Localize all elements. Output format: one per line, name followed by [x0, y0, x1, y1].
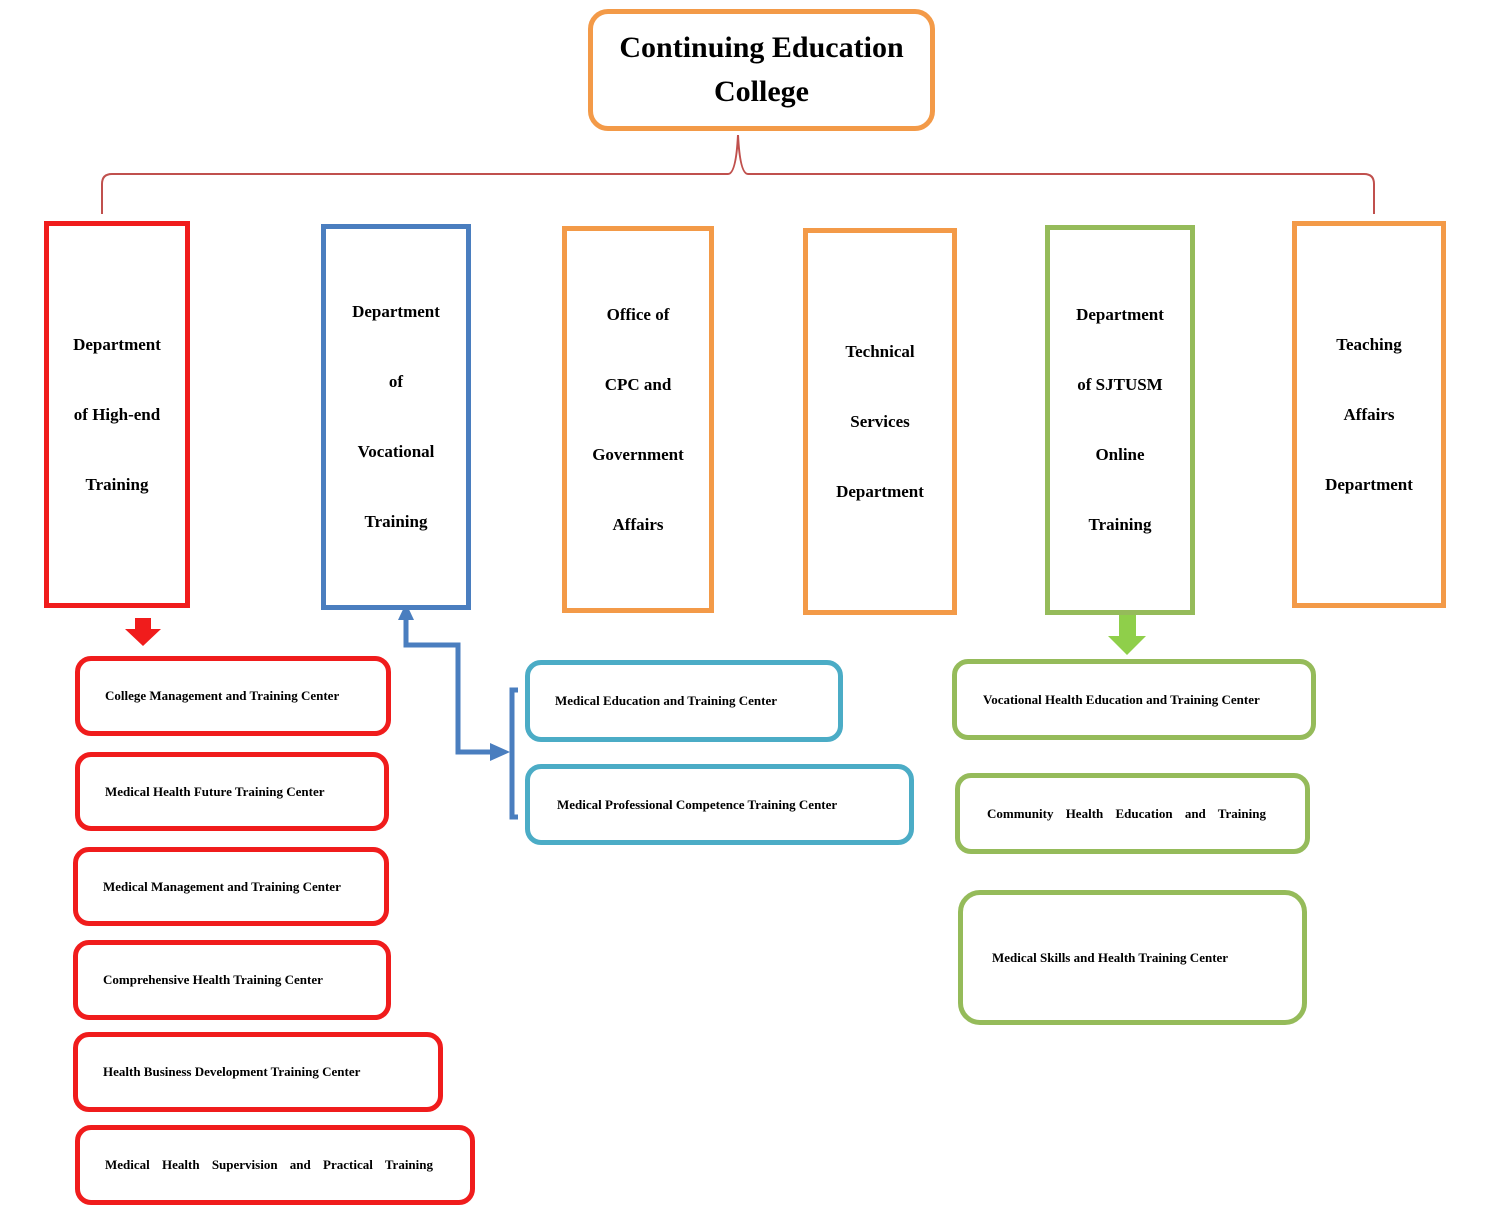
- center-label: Community Health Education and Training: [987, 805, 1266, 821]
- blue-connector-line: [403, 618, 494, 755]
- green-down-arrow: [1108, 614, 1146, 655]
- center-medical-management-training: Medical Management and Training Center: [73, 847, 389, 926]
- blue-bracket: [509, 687, 518, 820]
- dept-high-end-training: Department of High-end Training: [44, 221, 190, 608]
- dept-label-line: CPC and: [604, 374, 672, 394]
- dept-technical-services: Technical Services Department: [803, 228, 957, 615]
- dept-label-line: Affairs: [1343, 404, 1395, 424]
- center-label: Medical Skills and Health Training Cente…: [992, 949, 1229, 965]
- dept-teaching-affairs: Teaching Affairs Department: [1292, 221, 1446, 608]
- center-college-management-training: College Management and Training Center: [75, 656, 391, 736]
- center-health-business-development-training: Health Business Development Training Cen…: [73, 1032, 443, 1112]
- center-medical-education-training: Medical Education and Training Center: [525, 660, 843, 742]
- dept-label-line: of: [388, 372, 404, 391]
- center-community-health-education-training: Community Health Education and Training: [955, 773, 1310, 854]
- root-title-line-1: Continuing Education: [619, 31, 904, 64]
- center-medical-skills-health-training: Medical Skills and Health Training Cente…: [958, 890, 1307, 1025]
- dept-label-line: of SJTUSM: [1077, 375, 1163, 394]
- center-medical-health-future-training: Medical Health Future Training Center: [75, 752, 389, 831]
- center-comprehensive-health-training: Comprehensive Health Training Center: [73, 940, 391, 1020]
- center-medical-professional-competence-training: Medical Professional Competence Training…: [525, 764, 914, 845]
- dept-label-line: Department: [836, 481, 924, 501]
- dept-label-line: Training: [1088, 515, 1152, 534]
- center-label: Medical Management and Training Center: [103, 878, 341, 894]
- dept-label-line: Training: [364, 512, 428, 531]
- dept-sjtusm-online-training: Department of SJTUSM Online Training: [1045, 225, 1195, 615]
- center-label: Medical Health Future Training Center: [105, 783, 325, 799]
- dept-label-line: Affairs: [612, 514, 664, 534]
- red-down-arrow: [125, 618, 161, 646]
- center-label: Medical Health Supervision and Practical…: [105, 1157, 433, 1172]
- center-label: Medical Education and Training Center: [555, 693, 777, 708]
- center-label: College Management and Training Center: [105, 688, 340, 703]
- dept-label-line: Vocational: [357, 442, 435, 461]
- dept-label-line: Office of: [606, 304, 670, 324]
- dept-cpc-government-affairs: Office of CPC and Government Affairs: [562, 226, 714, 613]
- center-vocational-health-education-training: Vocational Health Education and Training…: [952, 659, 1316, 740]
- dept-label-line: Training: [85, 474, 149, 494]
- dept-label-line: Department: [73, 334, 161, 354]
- dept-label-line: Services: [850, 411, 910, 431]
- center-label: Comprehensive Health Training Center: [103, 972, 323, 987]
- dept-label-line: of High-end: [73, 404, 161, 424]
- dept-vocational-training: Department of Vocational Training: [321, 224, 471, 610]
- center-label: Health Business Development Training Cen…: [103, 1064, 361, 1079]
- blue-right-arrowhead: [490, 743, 510, 761]
- dept-label-line: Teaching: [1336, 334, 1402, 354]
- dept-label-line: Department: [1325, 474, 1413, 494]
- dept-label-line: Online: [1095, 445, 1145, 464]
- center-label: Medical Professional Competence Training…: [557, 796, 838, 812]
- top-brace: [101, 134, 1375, 214]
- root-title-line-2: College: [714, 75, 809, 108]
- center-medical-health-supervision-practical-training: Medical Health Supervision and Practical…: [75, 1125, 475, 1205]
- dept-label-line: Department: [1076, 305, 1164, 324]
- dept-label-line: Department: [352, 302, 440, 321]
- blue-up-arrowhead: [398, 603, 414, 620]
- root-node-continuing-education-college: Continuing Education College: [588, 9, 935, 131]
- center-label: Vocational Health Education and Training…: [983, 691, 1260, 707]
- dept-label-line: Government: [592, 444, 684, 464]
- dept-label-line: Technical: [845, 341, 915, 361]
